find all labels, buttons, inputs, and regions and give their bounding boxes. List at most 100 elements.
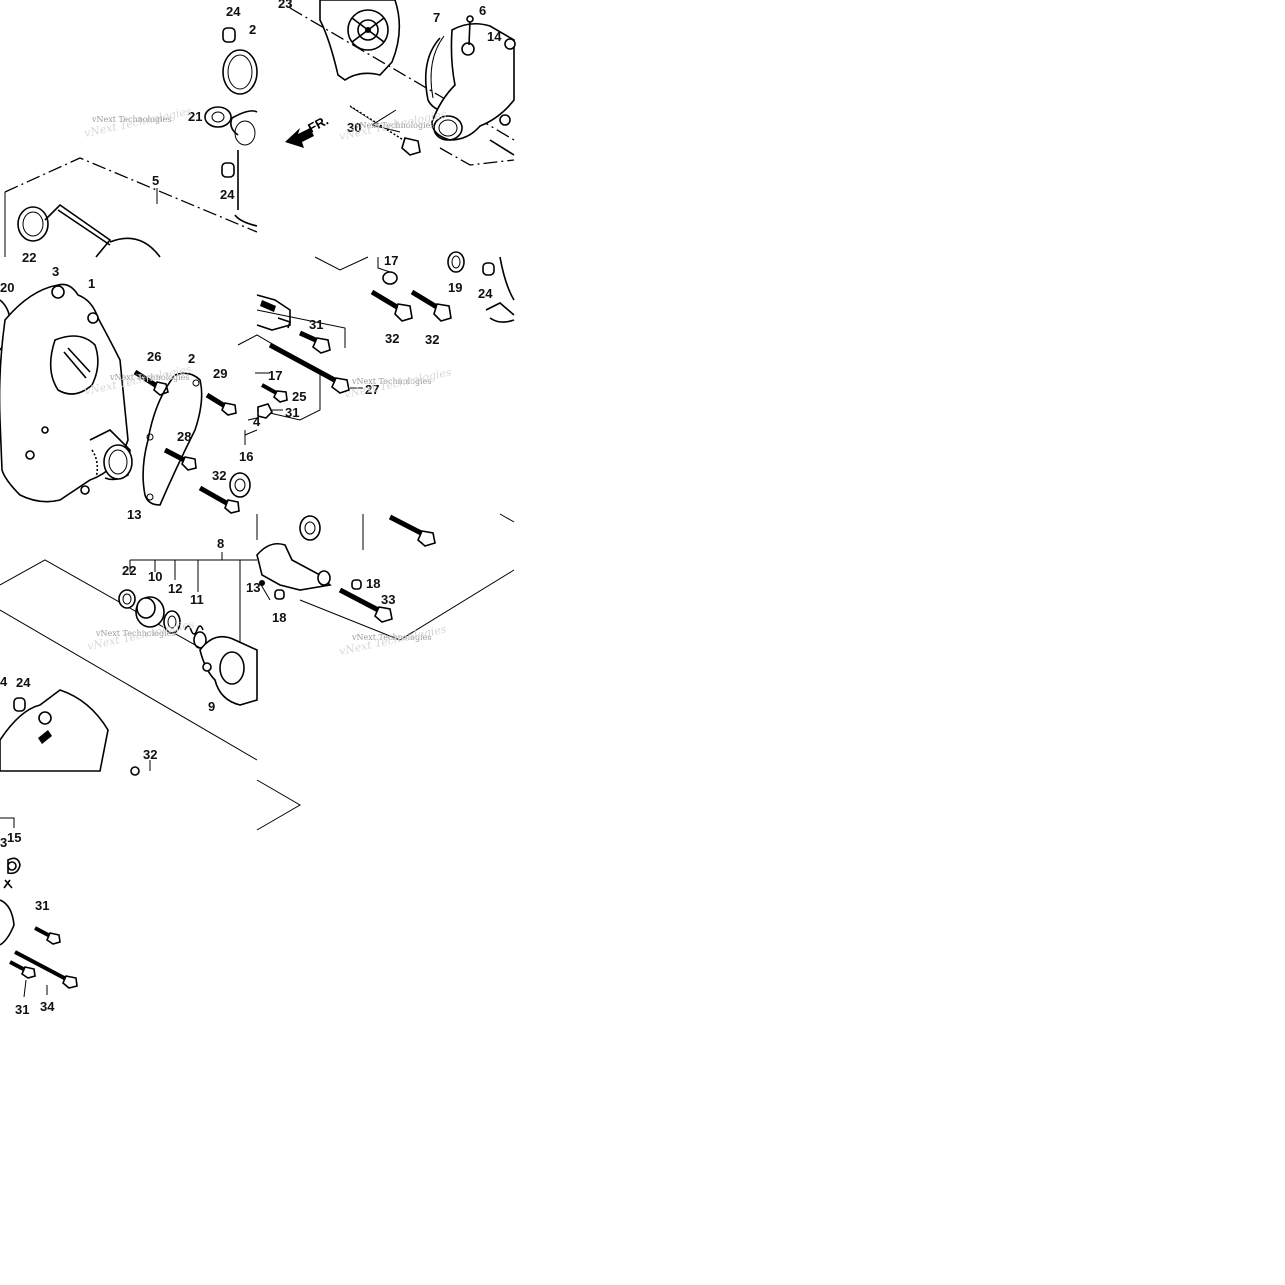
label-28: 28 xyxy=(177,429,191,444)
label-20: 20 xyxy=(0,280,14,295)
bolt-part xyxy=(298,330,331,354)
bolt-part xyxy=(198,485,240,514)
label-5: 5 xyxy=(152,173,159,188)
group-bracket xyxy=(289,7,515,141)
collar-part xyxy=(229,472,251,498)
label-18-a: 18 xyxy=(366,576,380,591)
bolt-part xyxy=(34,926,61,945)
label-24-right: 24 xyxy=(478,286,493,301)
bolt-part xyxy=(205,392,237,416)
label-17: 17 xyxy=(268,368,282,383)
label-26: 26 xyxy=(147,349,161,364)
tile-bottom-left: 3 15 31 31 34 xyxy=(0,817,78,1017)
label-16: 16 xyxy=(239,449,253,464)
thermostat-housing-part xyxy=(256,542,332,591)
bolt-part xyxy=(9,960,36,979)
label-31-b: 31 xyxy=(15,1002,29,1017)
label-19: 19 xyxy=(448,280,462,295)
label-30: 30 xyxy=(347,120,361,135)
bolt-part xyxy=(268,342,350,394)
nut-part xyxy=(257,403,273,419)
o-ring-part xyxy=(447,251,465,273)
tile-bottom-middle xyxy=(256,779,301,831)
gasket-part xyxy=(230,110,258,227)
tile-middle-left: 20 3 1 26 2 29 28 32 16 13 vNext Technol… xyxy=(0,264,258,522)
label-32-b: 32 xyxy=(425,332,439,347)
tile-center: 17 19 24 32 32 31 17 25 31 27 4 vNext Te… xyxy=(237,251,515,445)
bolt-part xyxy=(338,587,393,623)
label-32-a: 32 xyxy=(385,331,399,346)
label-2: 2 xyxy=(188,351,195,366)
tile-top-left: 24 2 21 24 5 22 vNext Technologies vNext… xyxy=(4,4,258,265)
cover-part xyxy=(0,689,109,772)
label-22-top: 22 xyxy=(22,250,36,265)
label-4-mid: 4 xyxy=(253,414,261,429)
seal-part xyxy=(118,589,136,609)
label-13: 13 xyxy=(127,507,141,522)
group-bracket-5 xyxy=(4,157,258,233)
watermark-text: vNext Technologies xyxy=(351,377,431,386)
label-1: 1 xyxy=(88,276,95,291)
tile-top-middle: FR. 23 7 6 14 30 vNext Technologies vNex… xyxy=(278,0,516,166)
ring-part xyxy=(163,610,181,634)
label-3-bottom: 3 xyxy=(0,835,7,850)
washer-part xyxy=(204,106,232,128)
label-21: 21 xyxy=(188,109,202,124)
bolt-part xyxy=(163,447,197,471)
watermark-text: vNext Technologies xyxy=(354,121,434,130)
gasket-part xyxy=(424,37,441,111)
group-bracket-8 xyxy=(129,559,257,700)
label-32: 32 xyxy=(212,468,226,483)
label-18-b: 18 xyxy=(272,610,286,625)
tile-lower-left: 8 22 10 12 11 9 4 24 32 vNext Technologi… xyxy=(0,536,258,776)
label-14: 14 xyxy=(487,29,502,44)
water-pipe-part xyxy=(44,203,112,258)
label-3: 3 xyxy=(52,264,59,279)
label-34: 34 xyxy=(40,999,55,1014)
watermark-text: vNext Technologies xyxy=(351,633,431,642)
o-ring-part xyxy=(17,206,49,242)
label-11: 11 xyxy=(190,592,204,607)
label-10: 10 xyxy=(148,569,162,584)
watermark-text: vNext Technologies xyxy=(95,629,175,638)
tile-lower-middle: 13 18 18 33 vNext Technologies vNext Tec… xyxy=(246,513,515,658)
label-22: 22 xyxy=(122,563,136,578)
label-6: 6 xyxy=(479,3,486,18)
label-24-bottom: 24 xyxy=(16,675,31,690)
bolt-part xyxy=(14,950,78,989)
label-13-lower: 13 xyxy=(246,580,260,595)
label-31-lower: 31 xyxy=(285,405,299,420)
bolt-part xyxy=(388,514,436,547)
label-29: 29 xyxy=(213,366,227,381)
watermark-text: vNext Technologies xyxy=(109,373,189,382)
o-ring-part xyxy=(222,49,258,95)
gasket-part xyxy=(142,372,203,506)
pin-part xyxy=(274,589,285,600)
label-15: 15 xyxy=(7,830,21,845)
washer-part xyxy=(382,271,398,285)
front-direction-arrow xyxy=(285,128,314,148)
label-2-top: 2 xyxy=(249,22,256,37)
label-4: 4 xyxy=(0,674,8,689)
label-25: 25 xyxy=(292,389,306,404)
label-7: 7 xyxy=(433,10,440,25)
bolt-part xyxy=(410,289,452,322)
label-32-bottom: 32 xyxy=(143,747,157,762)
watermark-text: vNext Technologies xyxy=(91,115,171,124)
label-33: 33 xyxy=(381,592,395,607)
label-31-upper: 31 xyxy=(309,317,323,332)
bolt-part xyxy=(349,105,421,156)
spring-part xyxy=(184,625,204,635)
dowel-pin-part xyxy=(13,697,26,712)
label-24-top: 24 xyxy=(226,4,241,19)
label-12: 12 xyxy=(168,581,182,596)
bolt-part xyxy=(370,289,413,322)
clamp-part xyxy=(7,857,21,875)
label-9: 9 xyxy=(208,699,215,714)
pin-part xyxy=(351,579,362,590)
dowel-pin-part xyxy=(222,27,236,43)
label-8: 8 xyxy=(217,536,224,551)
dowel-pin-part xyxy=(482,262,495,276)
dowel-pin-part xyxy=(221,162,235,178)
